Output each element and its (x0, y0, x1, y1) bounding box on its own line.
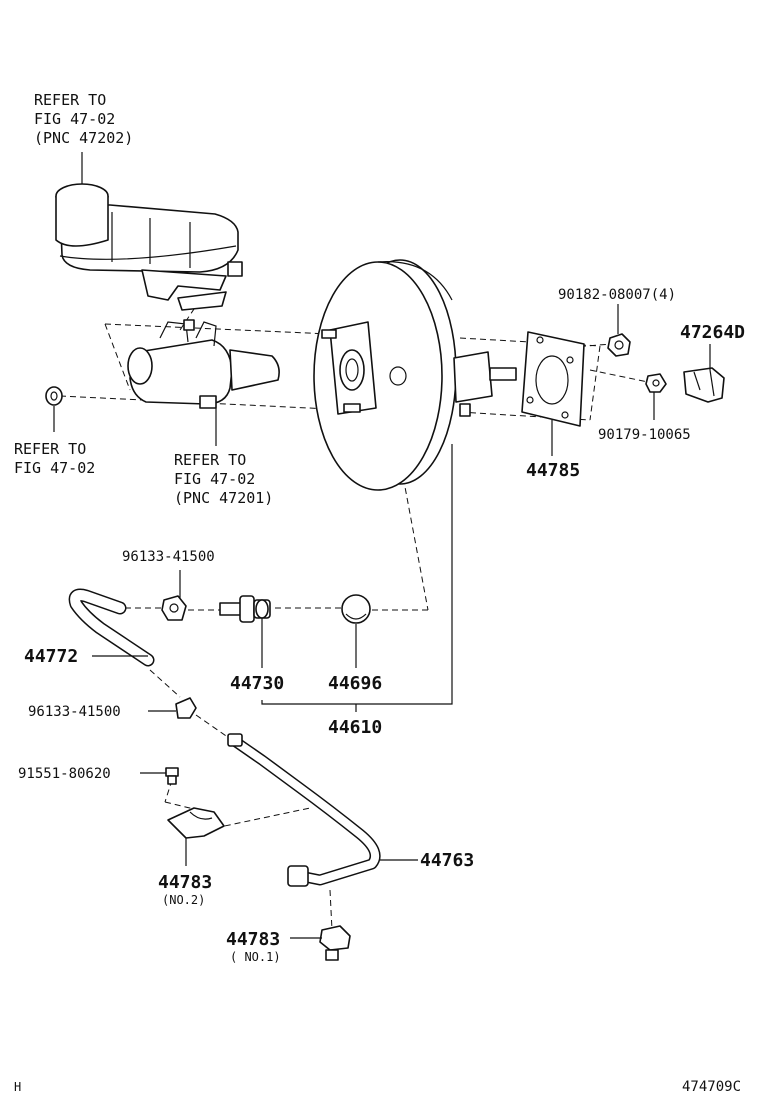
hose-clip-top[interactable] (161, 595, 187, 621)
nut-icon[interactable] (607, 333, 631, 357)
part-number-44783-no2[interactable]: 44783 (158, 872, 212, 893)
part-number-44785[interactable]: 44785 (526, 460, 580, 481)
part-number-44763[interactable]: 44763 (420, 850, 474, 871)
part-number-91551-80620[interactable]: 91551-80620 (18, 766, 111, 782)
svg-text:REFER TO: REFER TO (174, 451, 246, 469)
part-number-96133-41500-top[interactable]: 96133-41500 (122, 549, 215, 565)
svg-text:(PNC 47201): (PNC 47201) (174, 489, 273, 507)
svg-text:FIG 47-02: FIG 47-02 (34, 110, 115, 128)
brake-master-cylinder[interactable] (127, 269, 280, 409)
bracket-47264D[interactable] (683, 367, 725, 403)
part-number-44696[interactable]: 44696 (328, 673, 382, 694)
washer-icon[interactable] (45, 386, 63, 406)
master-cylinder-reference: REFER TO FIG 47-02 (PNC 47201) (174, 451, 273, 507)
leader-lines (53, 152, 711, 939)
part-number-90182-08007[interactable]: 90182-08007(4) (558, 287, 676, 303)
reservoir-reference: REFER TO FIG 47-02 (PNC 47202) (34, 91, 133, 147)
svg-text:(PNC 47202): (PNC 47202) (34, 129, 133, 147)
part-number-44730[interactable]: 44730 (230, 673, 284, 694)
footer-left-code: H (14, 1080, 21, 1094)
left-reference: REFER TO FIG 47-02 (14, 440, 95, 477)
vacuum-hose[interactable] (68, 588, 155, 667)
small-nut-icon[interactable] (645, 373, 667, 393)
part-number-44772[interactable]: 44772 (24, 646, 78, 667)
hose-clip-mid[interactable] (175, 697, 197, 719)
svg-text:FIG 47-02: FIG 47-02 (174, 470, 255, 488)
clamp-no1-note: ( NO.1) (230, 950, 281, 964)
part-number-47264D[interactable]: 47264D (680, 322, 745, 343)
svg-text:REFER TO: REFER TO (14, 440, 86, 458)
booster-gasket[interactable] (521, 331, 585, 427)
bolt-icon[interactable] (165, 767, 179, 785)
brake-booster[interactable] (313, 259, 517, 491)
part-number-44783-no1[interactable]: 44783 (226, 929, 280, 950)
brake-fluid-reservoir[interactable] (55, 183, 243, 277)
svg-text:FIG 47-02: FIG 47-02 (14, 459, 95, 477)
clamp-no2-note: (NO.2) (162, 893, 205, 907)
clamp-no1[interactable] (319, 925, 351, 961)
check-valve[interactable] (219, 595, 271, 623)
grommet[interactable] (341, 594, 371, 624)
figure-code: 474709C (682, 1079, 741, 1095)
vacuum-pipe[interactable] (227, 733, 381, 887)
clamp-no2[interactable] (167, 807, 225, 839)
part-number-96133-41500-mid[interactable]: 96133-41500 (28, 704, 121, 720)
part-number-90179-10065[interactable]: 90179-10065 (598, 427, 691, 443)
part-number-44610[interactable]: 44610 (328, 717, 382, 738)
svg-text:REFER TO: REFER TO (34, 91, 106, 109)
